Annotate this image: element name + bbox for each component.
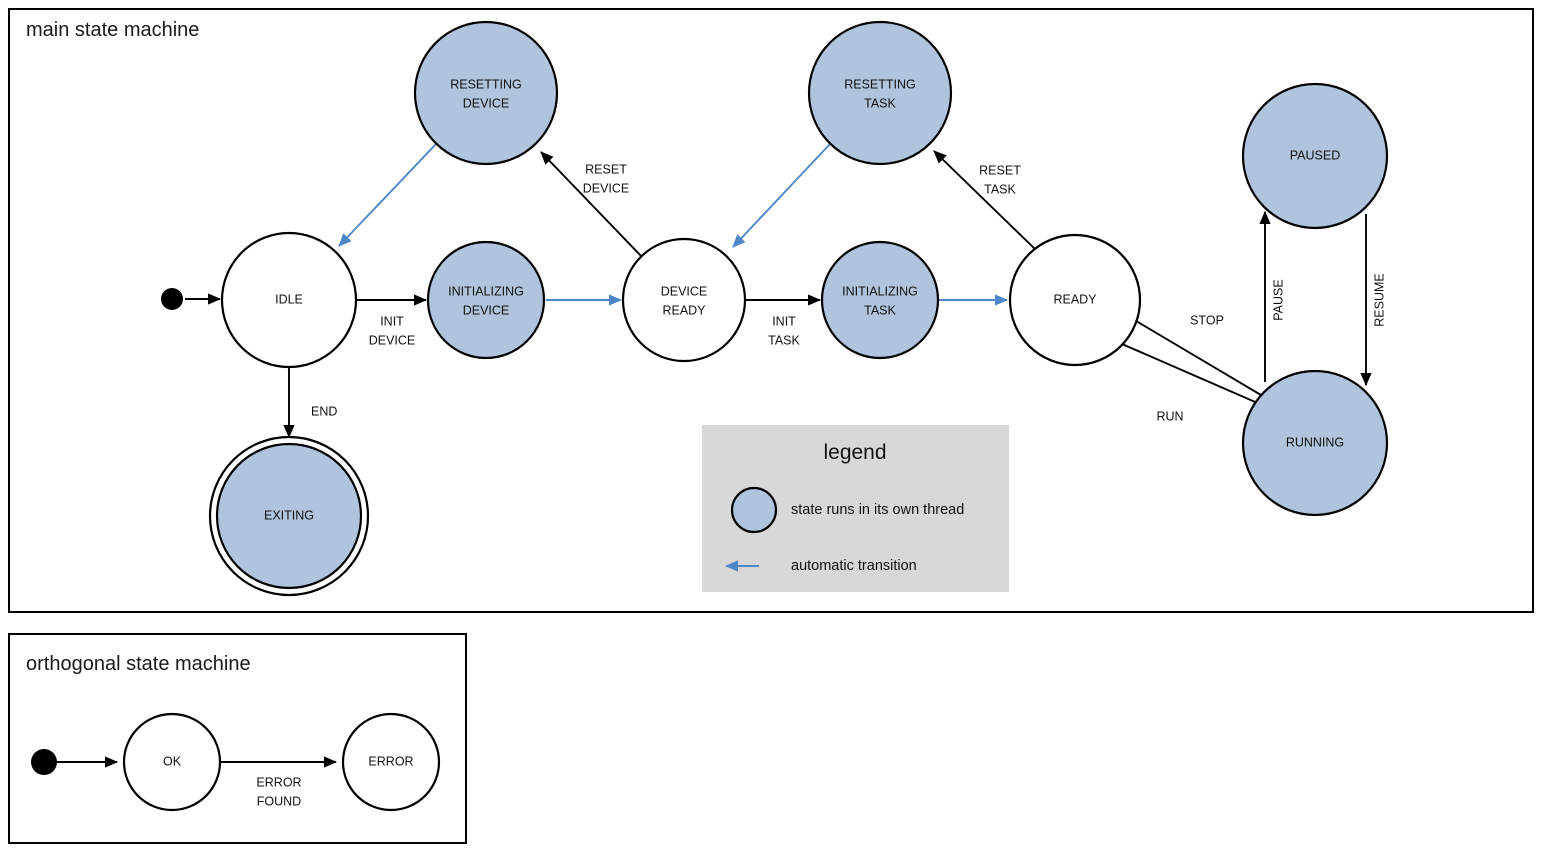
- state-ready-shape: [1008, 233, 1142, 367]
- state-initializing-device-label-line1: INITIALIZING: [448, 284, 524, 298]
- state-ready-label: READY: [1053, 292, 1097, 306]
- state-initializing-task[interactable]: INITIALIZING TASK: [820, 240, 940, 360]
- legend: legend state runs in its own thread auto…: [702, 425, 1009, 592]
- edge-label-error-found-line1: ERROR: [256, 775, 301, 789]
- state-initializing-task-shape: [820, 240, 940, 360]
- state-resetting-task[interactable]: RESETTING TASK: [807, 20, 953, 166]
- transition-ready-resetting-task: [933, 150, 1036, 250]
- state-paused[interactable]: PAUSED: [1241, 82, 1389, 230]
- state-error[interactable]: ERROR: [341, 712, 441, 812]
- state-device-ready-label-line2: READY: [662, 303, 706, 317]
- state-ok-shape: [122, 712, 222, 812]
- edge-label-init-task-line1: INIT: [772, 314, 796, 328]
- state-ok[interactable]: OK: [122, 712, 222, 812]
- state-exiting-shape: [215, 442, 363, 590]
- edge-label-resume: RESUME: [1372, 273, 1386, 326]
- state-resetting-task-label-line1: RESETTING: [844, 77, 916, 91]
- transition-ready-running: [1121, 343, 1270, 409]
- state-running[interactable]: RUNNING: [1241, 369, 1389, 517]
- legend-title: legend: [823, 441, 886, 464]
- state-ok-label: OK: [163, 754, 182, 768]
- state-initializing-device[interactable]: INITIALIZING DEVICE: [426, 240, 546, 360]
- edge-label-reset-task-line1: RESET: [979, 163, 1021, 177]
- state-error-shape: [341, 712, 441, 812]
- edge-label-pause: PAUSE: [1271, 279, 1285, 320]
- transition-device-ready-resetting-device: [540, 151, 644, 259]
- edge-label-error-found-line2: FOUND: [257, 794, 301, 808]
- state-resetting-device[interactable]: RESETTING DEVICE: [413, 20, 559, 166]
- state-resetting-device-label-line2: DEVICE: [463, 96, 510, 110]
- edge-label-run: RUN: [1156, 409, 1183, 423]
- state-initializing-task-label-line2: TASK: [864, 303, 896, 317]
- state-initializing-task-label-line1: INITIALIZING: [842, 284, 918, 298]
- edge-label-init-device-line1: INIT: [380, 314, 404, 328]
- state-device-ready-shape: [621, 237, 747, 363]
- legend-thread-state-text: state runs in its own thread: [791, 502, 964, 518]
- transition-running-ready: [1125, 314, 1267, 399]
- state-running-shape: [1241, 369, 1389, 517]
- main-frame-title: main state machine: [26, 19, 199, 41]
- edge-label-end: END: [311, 404, 337, 418]
- state-ready[interactable]: READY: [1008, 233, 1142, 367]
- transition-resetting-device-idle: [338, 143, 437, 247]
- state-idle-label: IDLE: [275, 292, 303, 306]
- initial-state-marker-orthogonal: [31, 749, 57, 775]
- state-resetting-task-label-line2: TASK: [864, 96, 896, 110]
- state-initializing-device-label-line2: DEVICE: [463, 303, 510, 317]
- state-device-ready[interactable]: DEVICE READY: [621, 237, 747, 363]
- edge-label-init-device-line2: DEVICE: [369, 333, 416, 347]
- state-device-ready-label-line1: DEVICE: [661, 284, 708, 298]
- state-paused-shape: [1241, 82, 1389, 230]
- state-running-label: RUNNING: [1286, 435, 1344, 449]
- state-exiting[interactable]: EXITING: [208, 435, 370, 597]
- state-resetting-device-shape: [413, 20, 559, 166]
- legend-automatic-transition-text: automatic transition: [791, 558, 917, 574]
- edge-label-reset-device-line2: DEVICE: [583, 181, 630, 195]
- state-idle-shape: [220, 231, 358, 369]
- edge-label-reset-task-line2: TASK: [984, 182, 1016, 196]
- state-idle[interactable]: IDLE: [220, 231, 358, 369]
- state-error-label: ERROR: [368, 754, 413, 768]
- state-paused-label: PAUSED: [1290, 148, 1340, 162]
- state-initializing-device-shape: [426, 240, 546, 360]
- state-resetting-device-label-line1: RESETTING: [450, 77, 522, 91]
- legend-thread-state-icon: [730, 486, 778, 534]
- edge-label-reset-device-line1: RESET: [585, 162, 627, 176]
- state-exiting-label: EXITING: [264, 508, 314, 522]
- state-resetting-task-shape: [807, 20, 953, 166]
- initial-state-marker-main: [161, 288, 183, 310]
- edge-label-init-task-line2: TASK: [768, 333, 800, 347]
- edge-label-stop: STOP: [1190, 313, 1224, 327]
- transition-resetting-task-device-ready: [732, 143, 831, 248]
- orthogonal-frame-title: orthogonal state machine: [26, 653, 251, 675]
